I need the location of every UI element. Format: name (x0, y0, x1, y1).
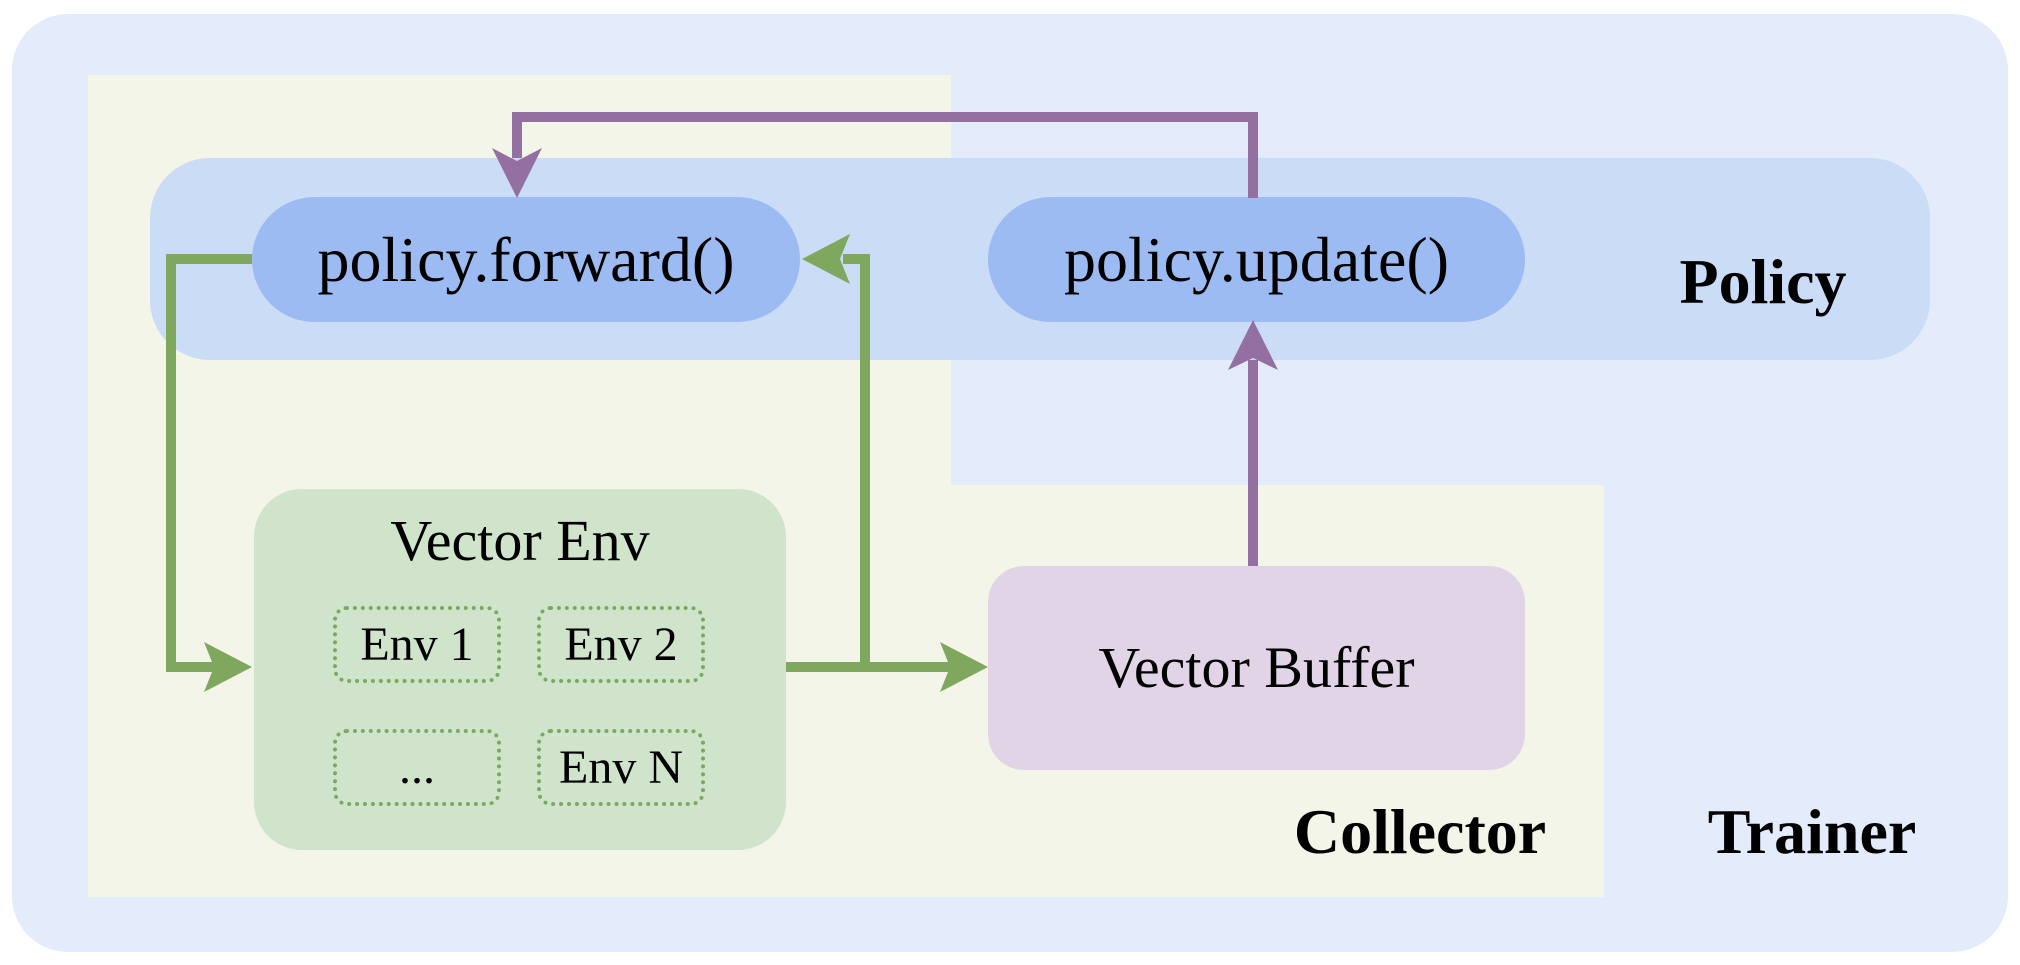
vector-env-title: Vector Env (390, 508, 650, 573)
vector-buffer-label: Vector Buffer (1098, 635, 1415, 700)
env-ellipsis-box: ... (333, 729, 501, 806)
env-n-box: Env N (537, 729, 705, 806)
vector-buffer-node: Vector Buffer (988, 566, 1525, 770)
trainer-region-label: Trainer (1707, 796, 1917, 867)
env-1-label: Env 1 (360, 617, 474, 671)
policy-update-node: policy.update() (988, 197, 1525, 322)
policy-update-label: policy.update() (1063, 223, 1450, 295)
policy-forward-node: policy.forward() (252, 197, 800, 322)
env-1-box: Env 1 (333, 606, 501, 683)
env-n-label: Env N (559, 740, 683, 794)
env-2-label: Env 2 (564, 617, 678, 671)
vector-env-node: Vector Env Env 1 Env 2 ... Env N (254, 489, 786, 850)
env-ellipsis-label: ... (399, 740, 435, 794)
policy-region-label: Policy (1679, 246, 1847, 317)
env-2-box: Env 2 (537, 606, 705, 683)
collector-region-label: Collector (1293, 796, 1547, 867)
policy-forward-label: policy.forward() (317, 223, 735, 295)
